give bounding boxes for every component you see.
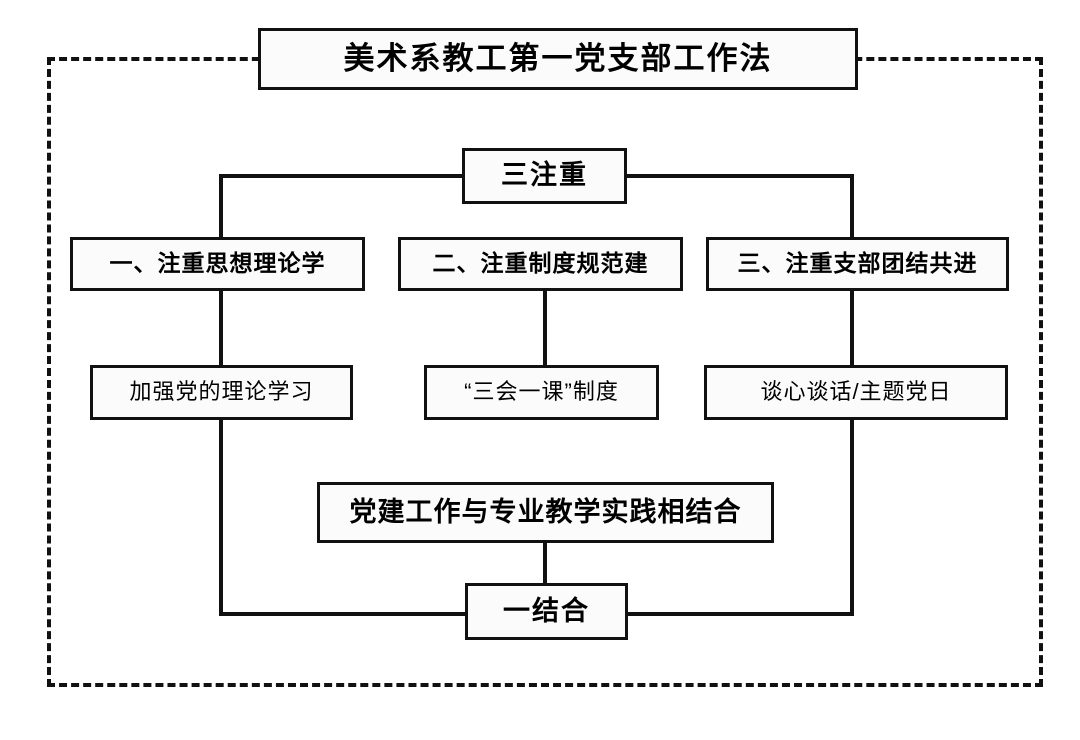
node-pillar-2-detail-label: “三会一课”制度: [464, 379, 619, 405]
node-pillar-3-detail: 谈心谈话/主题党日: [704, 365, 1008, 420]
node-pillar-3-detail-label: 谈心谈话/主题党日: [760, 379, 952, 405]
connector-combine-detail-to-one-combine: [543, 541, 547, 586]
connector-left-spine-to-pillar-1: [219, 174, 223, 240]
connector-bottom-rail-left: [219, 612, 468, 616]
connector-pillar-1-to-detail-1: [219, 289, 223, 368]
node-pillar-1: 一、注重思想理论学: [70, 237, 365, 291]
node-three-focus-label: 三注重: [501, 160, 588, 191]
node-one-combine-detail-label: 党建工作与专业教学实践相结合: [349, 496, 742, 527]
connector-pillar-3-to-detail-3: [850, 289, 854, 368]
connector-bottom-rail-right: [625, 612, 854, 616]
connector-detail-1-to-bottom-rail: [219, 418, 223, 616]
diagram-title-box: 美术系教工第一党支部工作法: [258, 28, 858, 90]
node-pillar-3: 三、注重支部团结共进: [706, 237, 1009, 291]
connector-detail-3-to-bottom-rail: [850, 418, 854, 616]
connector-three-focus-to-right-spine: [625, 174, 854, 178]
connector-right-spine-to-pillar-3: [850, 174, 854, 240]
node-one-combine-label: 一结合: [503, 595, 590, 626]
node-pillar-1-detail-label: 加强党的理论学习: [129, 379, 314, 405]
node-pillar-1-label: 一、注重思想理论学: [109, 250, 326, 277]
node-pillar-2-label: 二、注重制度规范建: [432, 250, 649, 277]
node-pillar-2: 二、注重制度规范建: [398, 237, 683, 291]
connector-pillar-2-to-detail-2: [543, 289, 547, 368]
connector-three-focus-to-left-spine: [219, 174, 464, 178]
node-pillar-1-detail: 加强党的理论学习: [90, 365, 353, 420]
node-pillar-3-label: 三、注重支部团结共进: [737, 250, 978, 277]
diagram-title-text: 美术系教工第一党支部工作法: [343, 40, 773, 76]
node-one-combine-detail: 党建工作与专业教学实践相结合: [317, 482, 774, 543]
node-three-focus: 三注重: [462, 148, 627, 204]
node-pillar-2-detail: “三会一课”制度: [424, 365, 659, 420]
node-one-combine: 一结合: [465, 583, 628, 640]
